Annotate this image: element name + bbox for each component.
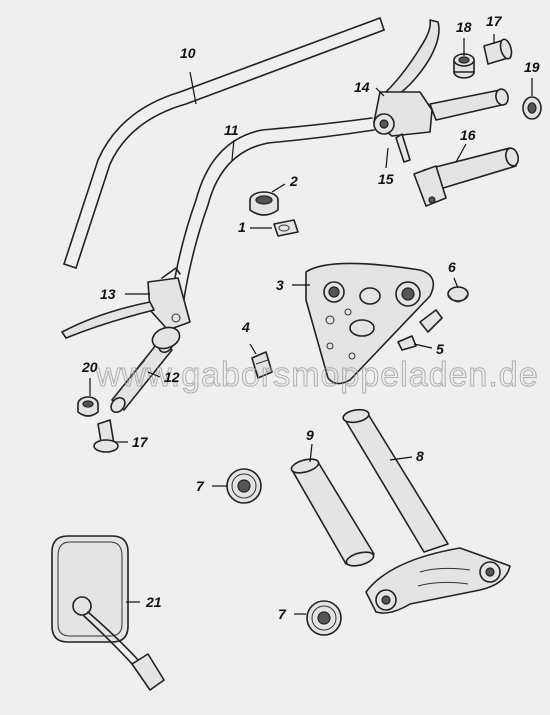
- part-17-bushing-top: [483, 38, 513, 65]
- callout-4: 4: [241, 319, 250, 335]
- part-4-clip: [251, 351, 273, 379]
- part-16-throttle: [413, 147, 520, 207]
- part-right-grip-tube: [429, 88, 509, 121]
- callout-2: 2: [289, 173, 298, 189]
- callout-17-top: 17: [486, 13, 503, 29]
- callout-13: 13: [100, 286, 116, 302]
- part-13-lever-left: [61, 267, 191, 350]
- part-7-bearing-bottom: [306, 600, 342, 636]
- callout-15: 15: [378, 171, 394, 187]
- part-7-bearing-top: [226, 468, 262, 504]
- part-17-bushing-bottom: [93, 419, 119, 453]
- watermark-text: www.gaborsmoppeladen.de: [95, 356, 539, 394]
- part-9-tube: [290, 458, 375, 567]
- callout-9: 9: [306, 427, 314, 443]
- part-10-handlebar: [63, 17, 385, 269]
- leader-lines: [89, 34, 533, 615]
- callout-numbers: 10 11 2 1 3 4 5 6 7 7 8 9 13 12 14 15 16…: [81, 13, 540, 622]
- part-5-bolt: [397, 309, 443, 351]
- part-12-grip: [110, 336, 174, 414]
- part-14-lever-right: [373, 19, 440, 163]
- callout-12: 12: [164, 369, 180, 385]
- part-20-ring: [77, 396, 99, 417]
- callout-20: 20: [81, 359, 98, 375]
- part-8-steering-stem: [342, 408, 511, 614]
- callout-14: 14: [354, 79, 370, 95]
- callout-6: 6: [448, 259, 456, 275]
- callout-16: 16: [460, 127, 476, 143]
- callout-8: 8: [416, 448, 424, 464]
- callout-5: 5: [436, 341, 444, 357]
- callout-19: 19: [524, 59, 540, 75]
- part-11-handlebar: [169, 117, 375, 313]
- part-18-sleeve: [453, 53, 475, 79]
- callout-7-top: 7: [196, 478, 205, 494]
- part-19-end-cap: [522, 96, 542, 120]
- callout-17-bottom: 17: [132, 434, 149, 450]
- callout-18: 18: [456, 19, 472, 35]
- callout-11: 11: [224, 122, 239, 138]
- callout-7-bottom: 7: [278, 606, 287, 622]
- callout-3: 3: [276, 277, 284, 293]
- part-2-ring: [249, 191, 279, 216]
- part-3-top-plate: [305, 262, 435, 385]
- part-6-cap: [447, 286, 469, 303]
- callout-10: 10: [180, 45, 196, 61]
- callout-1: 1: [238, 219, 246, 235]
- part-21-mirror: [51, 535, 165, 691]
- part-1-nut: [273, 219, 299, 237]
- callout-21: 21: [145, 594, 162, 610]
